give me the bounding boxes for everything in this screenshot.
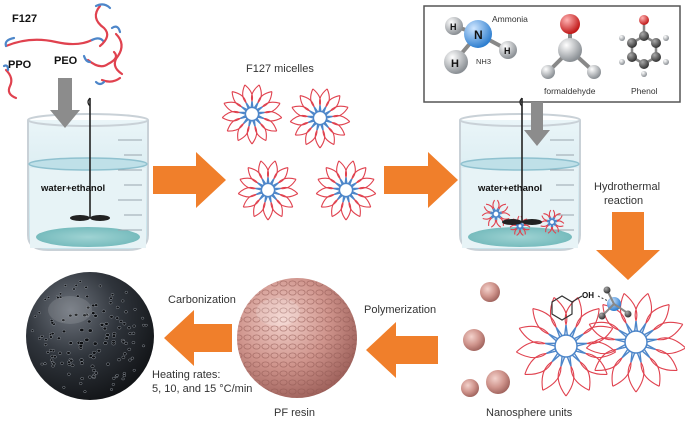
h-atom-label: H: [504, 46, 511, 56]
h-atom-label: H: [451, 58, 459, 70]
micelle: [515, 297, 617, 397]
pour-arrow-1: [50, 78, 80, 128]
formaldehyde-label: formaldehyde: [544, 86, 596, 96]
polymer-chains: [2, 3, 124, 100]
beaker-1: [27, 113, 149, 251]
h-atom-label: H: [450, 22, 457, 32]
micelle: [585, 293, 685, 393]
polymerization-label: Polymerization: [364, 304, 436, 316]
stirrer-1: [70, 97, 110, 221]
pf-resin-label: PF resin: [274, 407, 315, 419]
heating-rates-values: 5, 10, and 15 °C/min: [152, 383, 252, 395]
heating-rates-label: Heating rates:: [152, 369, 220, 381]
solvent-label-2: water+ethanol: [477, 183, 542, 194]
ammonia-label: Ammonia: [492, 14, 528, 24]
micelles-label: F127 micelles: [246, 63, 314, 75]
micelle: [289, 88, 351, 149]
process-arrow-2: [384, 152, 458, 208]
hydrothermal-label-line2: reaction: [604, 195, 643, 207]
micelle: [315, 160, 377, 221]
oh-label: OH: [582, 291, 594, 300]
f127-label: F127: [12, 13, 37, 25]
n-atom-label: N: [474, 28, 483, 42]
ammonia-molecule: N H H H: [444, 17, 517, 74]
nanosphere-units-label: Nanosphere units: [486, 407, 573, 419]
process-arrow-3: [596, 212, 660, 280]
peo-label: PEO: [54, 55, 78, 67]
stirrer-2: [502, 97, 542, 225]
solvent-label-1: water+ethanol: [40, 183, 105, 194]
micelle: [221, 84, 283, 145]
carbonization-label: Carbonization: [168, 294, 236, 306]
process-arrow-5: [164, 310, 232, 366]
phenol-molecule: [619, 15, 669, 77]
micelle: [481, 199, 511, 228]
ppo-label: PPO: [8, 59, 32, 71]
nh3-label: NH3: [476, 57, 491, 66]
process-arrow-4: [366, 322, 438, 378]
phenol-label: Phenol: [631, 86, 658, 96]
hydrothermal-label-line1: Hydrothermal: [594, 181, 660, 193]
interaction-sketch: OH: [551, 286, 632, 321]
nanosphere-units: [461, 282, 685, 397]
micelle-group: [221, 84, 377, 221]
pf-resin-sphere: [237, 278, 357, 398]
pour-arrow-2: [524, 102, 550, 146]
porous-carbon-sphere: [26, 272, 154, 400]
precursor-molecules-box: N H H H Ammonia NH3 formaldehyde: [423, 5, 681, 103]
process-arrow-1: [153, 152, 226, 208]
micelle: [237, 160, 299, 221]
formaldehyde-molecule: [541, 14, 601, 79]
